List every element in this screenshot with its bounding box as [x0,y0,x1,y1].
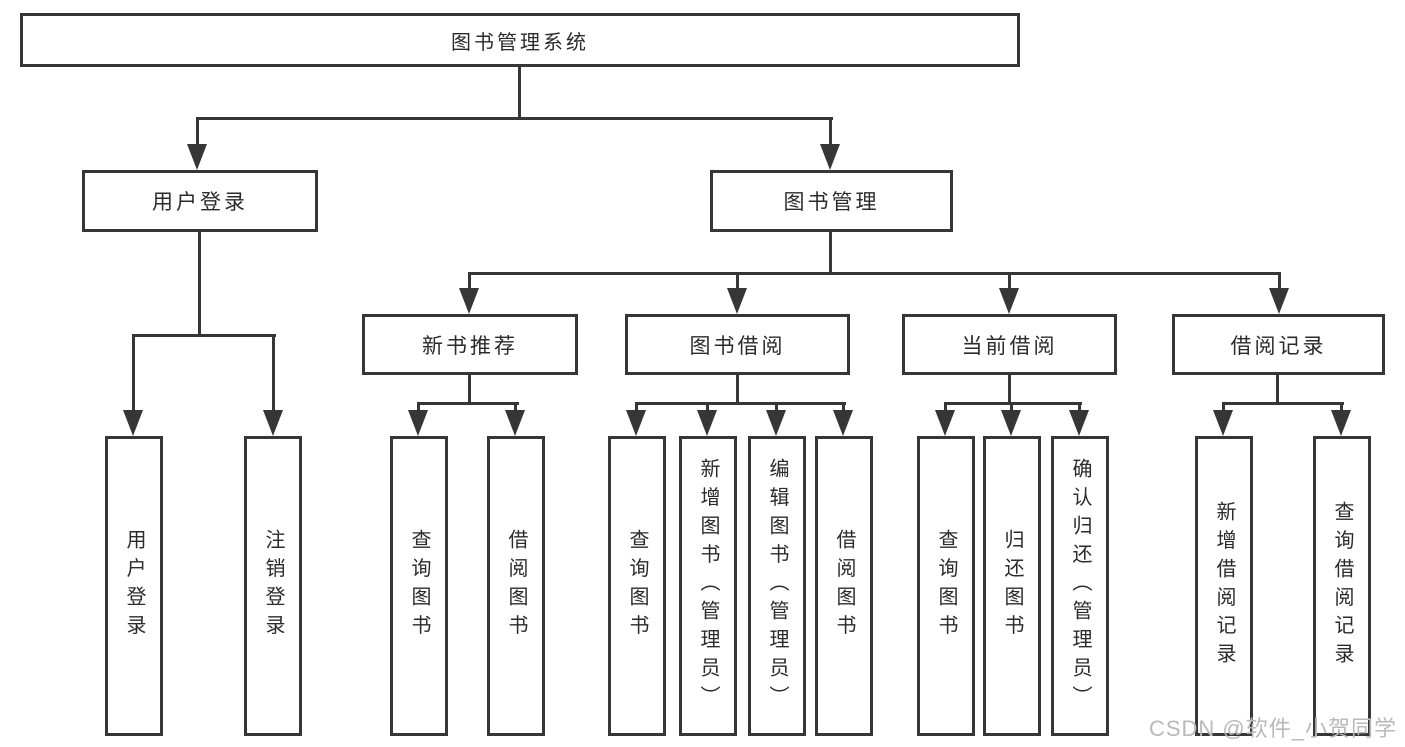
connector-vline [842,402,845,414]
leaf-label: 借阅图书 [505,529,527,643]
leaf-query-borrow-record: 查询借阅记录 [1313,436,1371,736]
connector-vline [944,402,947,414]
arrow-down-icon [123,410,143,436]
arrow-down-icon [263,410,283,436]
connector-vline [1010,402,1013,414]
arrow-down-icon [1069,410,1089,436]
connector-vline [468,272,471,292]
arrow-down-icon [505,410,525,436]
arrow-down-icon [408,410,428,436]
node-book-borrow: 图书借阅 [625,314,850,375]
leaf-label: 查询图书 [626,529,648,643]
arrow-down-icon [935,410,955,436]
arrow-down-icon [833,410,853,436]
connector-vline [417,402,420,414]
arrow-down-icon [999,288,1019,314]
leaf-label: 注销登录 [262,529,284,643]
node-book-management: 图书管理 [710,170,953,232]
arrow-down-icon [1269,288,1289,314]
connector-vline [132,334,135,414]
arrow-down-icon [459,288,479,314]
leaf-add-borrow-record: 新增借阅记录 [1195,436,1253,736]
connector-hline [945,402,1082,405]
connector-vline [468,375,471,404]
leaf-label: 归还图书 [1001,529,1023,643]
connector-vline [1278,272,1281,292]
connector-vline [196,117,199,149]
leaf-borrow-books-recommend: 借阅图书 [487,436,545,736]
connector-vline [736,272,739,292]
arrow-down-icon [1213,410,1233,436]
leaf-label: 查询图书 [935,529,957,643]
leaf-label: 新增借阅记录 [1213,500,1235,672]
watermark: CSDN @软件_小贺同学 [1148,716,1397,741]
leaf-label: 确认归还（管理员） [1069,458,1091,714]
leaf-label: 用户登录 [123,529,145,643]
leaf-label: 编辑图书（管理员） [766,458,788,714]
leaf-add-books-admin: 新增图书（管理员） [679,436,737,736]
connector-hline [418,402,519,405]
arrow-down-icon [697,410,717,436]
leaf-label: 新增图书（管理员） [697,458,719,714]
leaf-borrow-books: 借阅图书 [815,436,873,736]
connector-vline [514,402,517,414]
connector-vline [1008,375,1011,404]
connector-hline [196,117,833,120]
connector-vline [198,232,201,336]
leaf-label: 借阅图书 [833,529,855,643]
connector-vline [1008,272,1011,292]
leaf-query-books-borrow: 查询图书 [608,436,666,736]
leaf-confirm-return-admin: 确认归还（管理员） [1051,436,1109,736]
arrow-down-icon [820,144,840,170]
connector-vline [635,402,638,414]
connector-vline [706,402,709,414]
leaf-label: 查询借阅记录 [1331,500,1353,672]
leaf-user-login: 用户登录 [105,436,163,736]
connector-vline [1222,402,1225,414]
node-borrow-records: 借阅记录 [1172,314,1385,375]
arrow-down-icon [187,144,207,170]
arrow-down-icon [626,410,646,436]
connector-hline [133,334,276,337]
leaf-edit-books-admin: 编辑图书（管理员） [748,436,806,736]
connector-vline [775,402,778,414]
leaf-query-books-current: 查询图书 [917,436,975,736]
node-new-book-recommend: 新书推荐 [362,314,578,375]
arrow-down-icon [766,410,786,436]
connector-vline [518,67,521,119]
node-user-login: 用户登录 [82,170,318,232]
connector-vline [829,232,832,274]
node-root: 图书管理系统 [20,13,1020,67]
connector-vline [736,375,739,404]
arrow-down-icon [1001,410,1021,436]
leaf-logout: 注销登录 [244,436,302,736]
connector-vline [272,334,275,414]
connector-vline [1276,375,1279,404]
leaf-return-books: 归还图书 [983,436,1041,736]
connector-vline [829,117,832,149]
connector-hline [469,272,1281,275]
leaf-label: 查询图书 [408,529,430,643]
node-current-borrow: 当前借阅 [902,314,1117,375]
arrow-down-icon [1331,410,1351,436]
arrow-down-icon [727,288,747,314]
connector-hline [1223,402,1344,405]
connector-hline [636,402,846,405]
connector-vline [1340,402,1343,414]
connector-vline [1078,402,1081,414]
leaf-query-books-recommend: 查询图书 [390,436,448,736]
